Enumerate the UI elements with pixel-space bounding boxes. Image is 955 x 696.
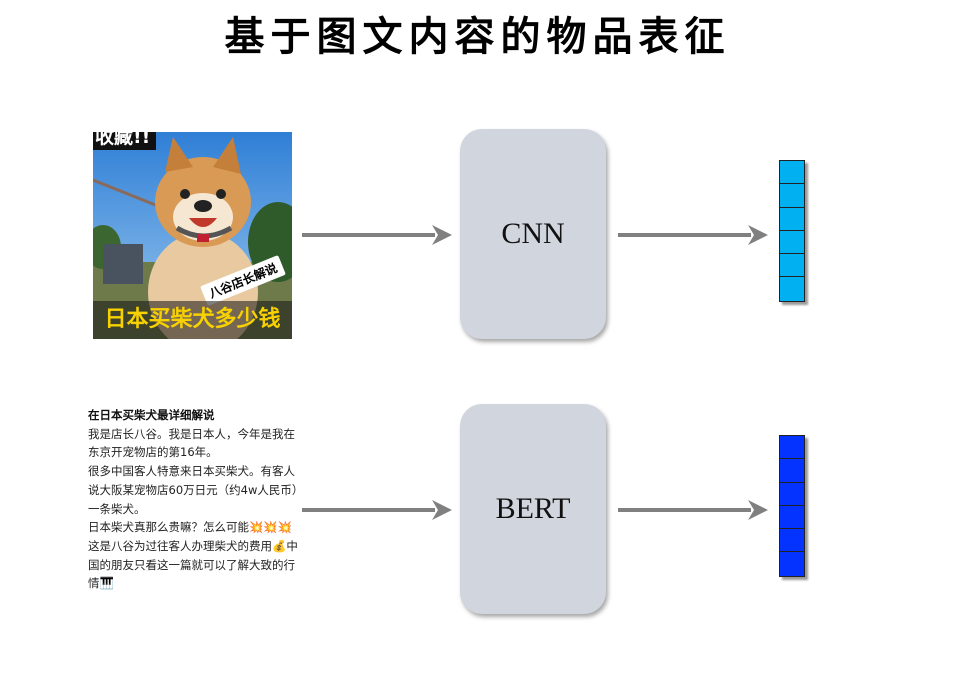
vector-cell — [780, 482, 804, 506]
vector-cell — [780, 505, 804, 530]
vector-cell — [780, 230, 804, 255]
cnn-model-box: CNN — [460, 129, 606, 339]
post-line: 很多中国客人特意来日本买柴犬。有客人说大阪某宠物店60万日元（约4w人民币）一条… — [88, 464, 298, 516]
photo-caption: 日本买柴犬多少钱 — [93, 301, 292, 339]
diagram-title: 基于图文内容的物品表征 — [224, 13, 731, 60]
post-title: 在日本买柴犬最详细解说 — [88, 408, 215, 422]
arrow-text-to-bert — [302, 500, 452, 520]
vector-cell — [780, 277, 804, 301]
text-embedding-vector — [779, 435, 805, 577]
arrow-bert-to-vector — [618, 500, 768, 520]
cnn-label: CNN — [501, 217, 565, 250]
post-line: 我是店长八谷。我是日本人，今年是我在东京开宠物店的第16年。 — [88, 426, 295, 460]
bert-label: BERT — [495, 492, 571, 525]
vector-cell — [780, 161, 804, 185]
vector-cell — [780, 184, 804, 208]
vector-cell — [780, 436, 804, 460]
post-line: 日本柴犬真那么贵嘛？怎么可能💥💥💥 — [88, 520, 292, 535]
image-embedding-vector — [779, 160, 805, 302]
vector-cell — [780, 254, 804, 278]
vector-cell — [780, 459, 804, 483]
post-line: 这是八谷为过往客人办理柴犬的费用💰中国的朋友只看这一篇就可以了解大致的行情🎹 — [88, 538, 298, 591]
bert-model-box: BERT — [460, 404, 606, 614]
vector-cell — [780, 529, 804, 553]
vector-cell — [780, 207, 804, 231]
photo-top-tag: 收藏!! — [93, 132, 157, 150]
arrow-photo-to-cnn — [302, 225, 452, 245]
arrow-cnn-to-vector — [618, 225, 768, 245]
vector-cell — [780, 552, 804, 576]
post-text: 在日本买柴犬最详细解说 我是店长八谷。我是日本人，今年是我在东京开宠物店的第16… — [88, 406, 303, 593]
shiba-photo: 收藏!! 八谷店长解说 日本买柴犬多少钱 — [93, 132, 292, 339]
